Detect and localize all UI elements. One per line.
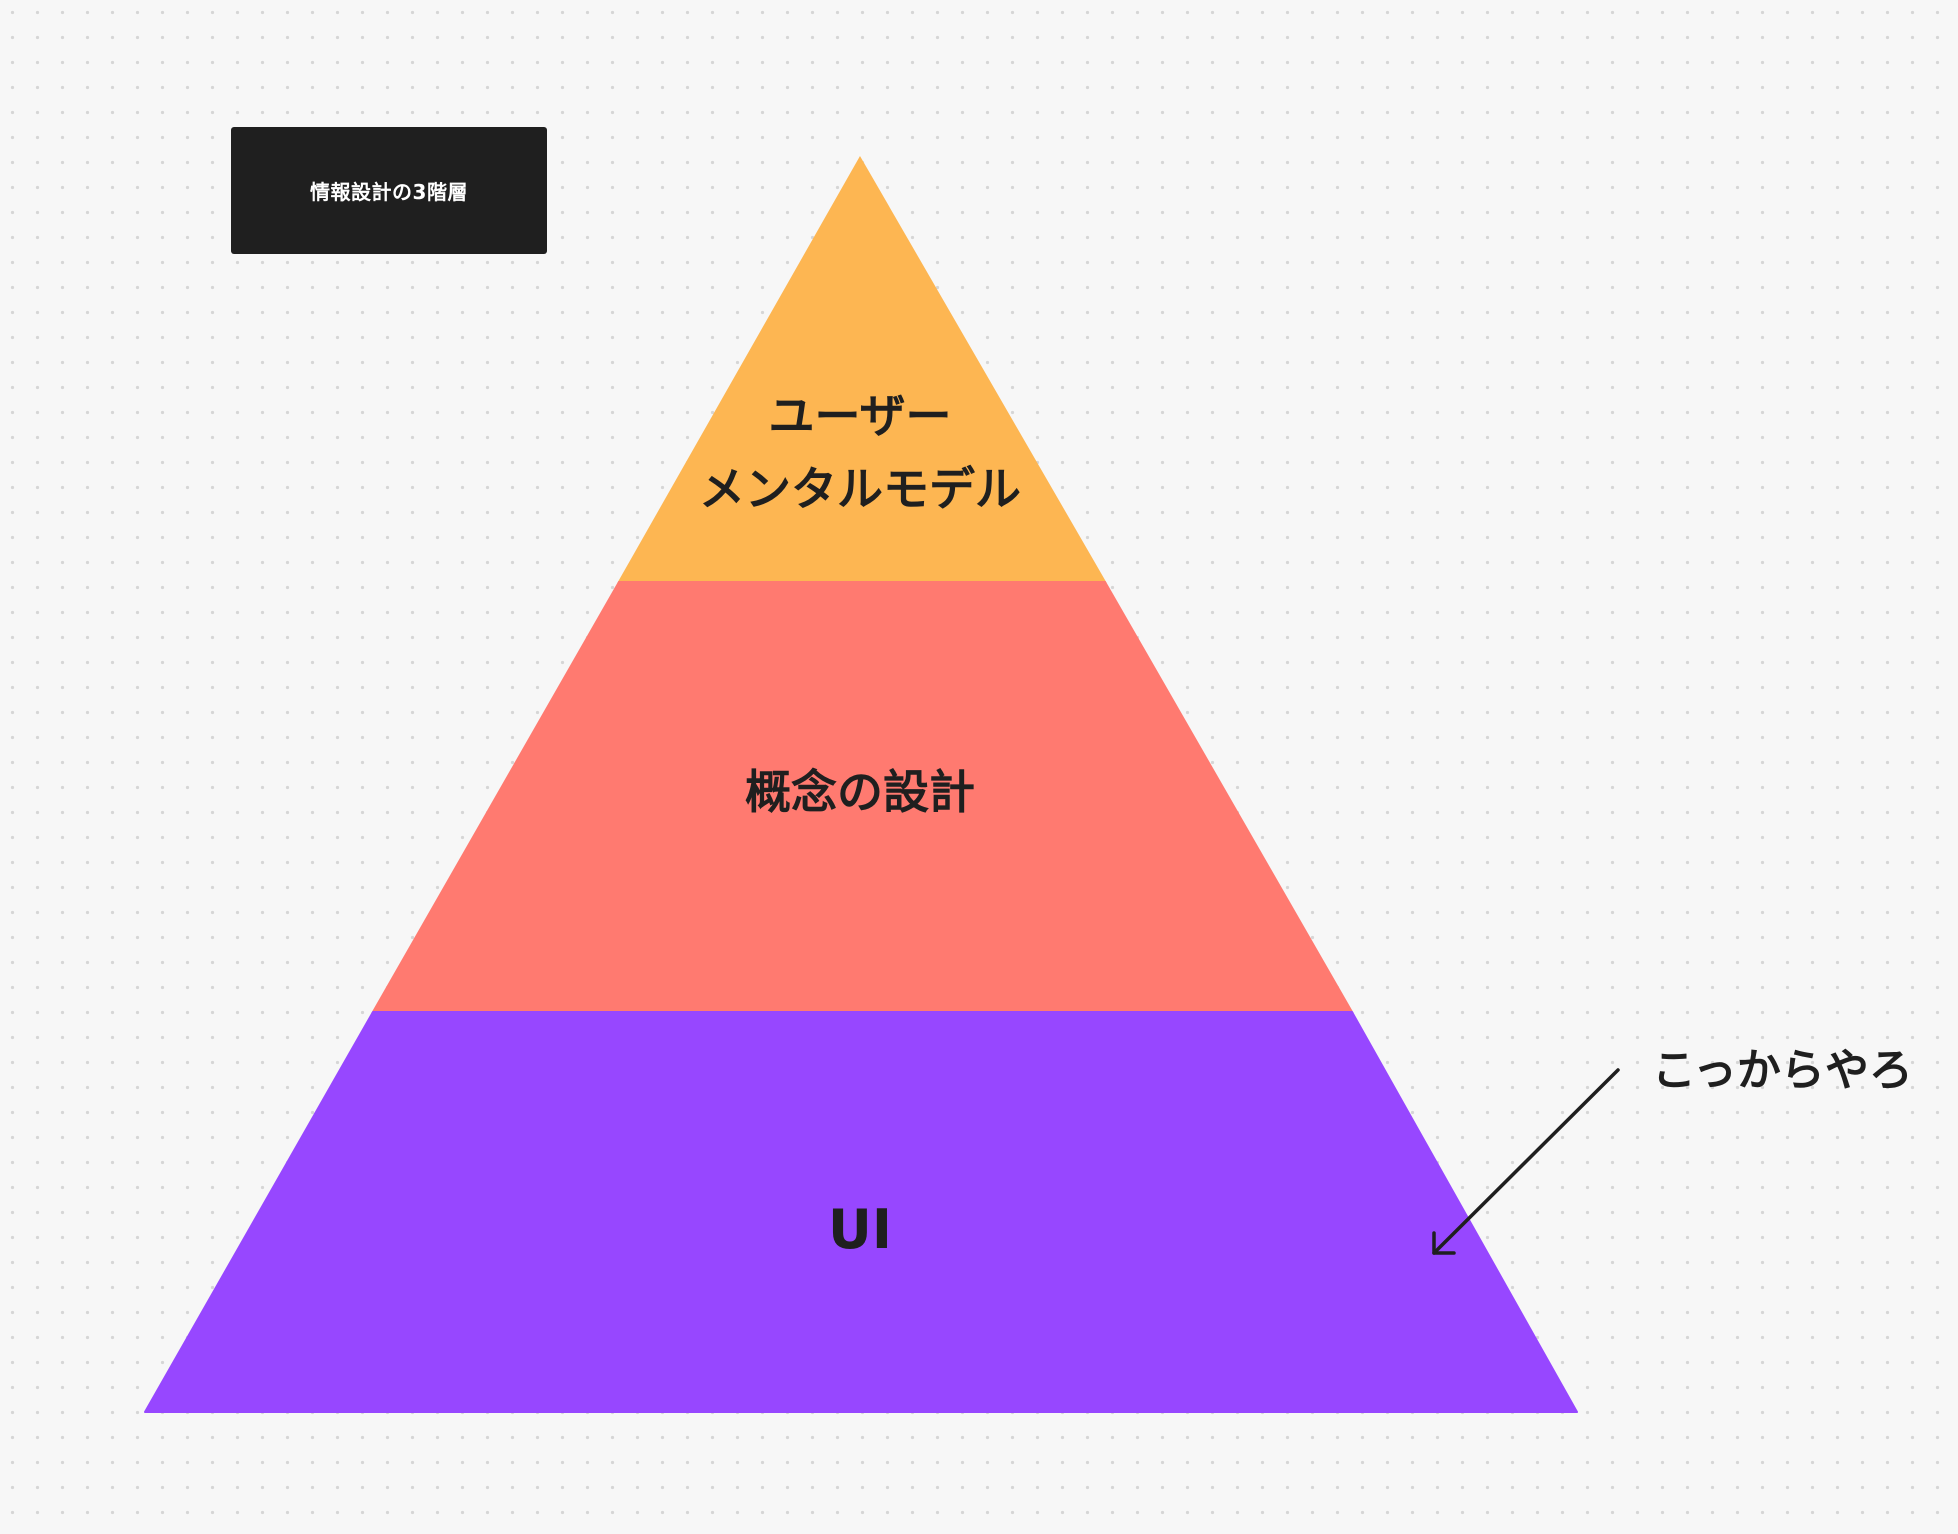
pyramid-layer-top[interactable] [617, 155, 1107, 583]
pyramid-label-middle: 概念の設計 [745, 765, 975, 819]
annotation-arrowhead [1432, 1231, 1456, 1255]
pyramid-label-bottom: UI [828, 1198, 892, 1261]
pyramid-label-top-line1: ユーザー [768, 389, 951, 443]
annotation-text: こっからやろ [1652, 1045, 1913, 1096]
pyramid-label-top-line2: メンタルモデル [699, 462, 1021, 516]
title-card-label: 情報設計の3階層 [310, 180, 468, 204]
annotation-note[interactable]: こっからやろ [1652, 1034, 1942, 1098]
pyramid-layer-bottom[interactable] [144, 1011, 1578, 1413]
title-card[interactable]: 情報設計の3階層 [231, 127, 547, 254]
annotation-arrow-line[interactable] [1432, 1068, 1620, 1255]
